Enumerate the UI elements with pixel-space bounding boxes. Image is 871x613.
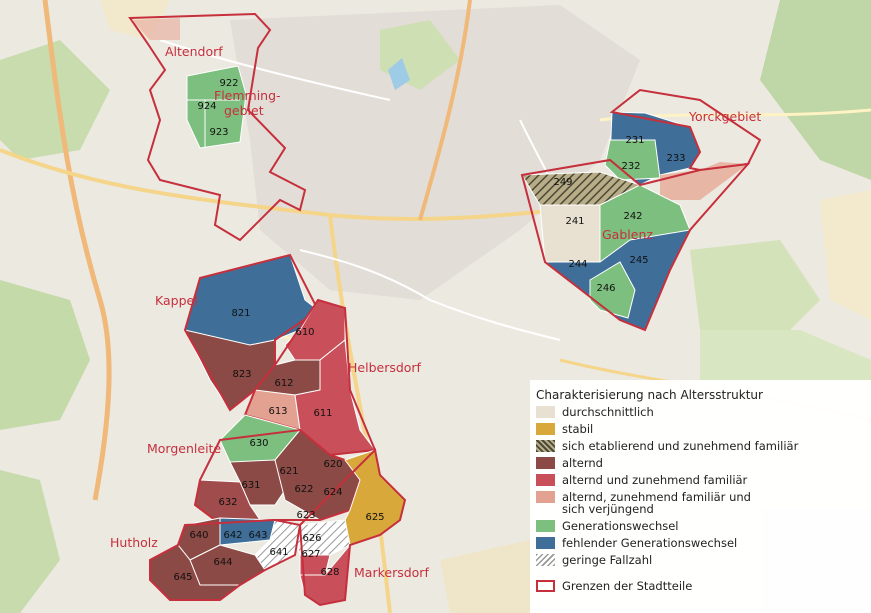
legend-swatch-aging-familial-rejuvenating — [536, 491, 555, 503]
area-label-627: 627 — [301, 549, 320, 560]
area-label-640: 640 — [189, 530, 208, 541]
legend-swatch-generation-change — [536, 520, 555, 532]
area-label-641: 641 — [269, 547, 288, 558]
district-label-helbersdorf: Helbersdorf — [348, 360, 422, 375]
legend-swatch-aging — [536, 457, 555, 469]
area-label-613: 613 — [268, 406, 287, 417]
district-label-markersdorf: Markersdorf — [354, 565, 429, 580]
district-label-yorckgebiet: Yorckgebiet — [688, 109, 761, 124]
area-label-631: 631 — [241, 480, 260, 491]
district-names: Altendorf Flemming- gebiet Yorckgebiet G… — [110, 44, 761, 580]
area-label-232: 232 — [621, 161, 640, 172]
district-hutholz-area — [149, 517, 302, 601]
legend-swatch-establishing — [536, 440, 555, 452]
area-label-624: 624 — [323, 487, 342, 498]
legend-swatch-average — [536, 406, 555, 418]
legend-label-aging-familial: alternd und zunehmend familiär — [562, 473, 748, 487]
area-label-922: 922 — [219, 78, 238, 89]
district-kappel-area — [183, 253, 320, 412]
legend-item-missing-generation-change: fehlender Generationswechsel — [536, 537, 871, 549]
area-label-823: 823 — [232, 369, 251, 380]
district-label-altendorf: Altendorf — [165, 44, 223, 59]
legend-label-generation-change: Generationswechsel — [562, 519, 679, 533]
area-label-622: 622 — [294, 484, 313, 495]
area-label-923: 923 — [209, 127, 228, 138]
area-label-630: 630 — [249, 438, 268, 449]
area-label-620: 620 — [323, 459, 342, 470]
area-label-245: 245 — [629, 255, 648, 266]
legend-item-low-case-count: geringe Fallzahl — [536, 554, 871, 566]
legend-item-aging-familial-rejuvenating: alternd, zunehmend familiär und sich ver… — [536, 491, 871, 515]
area-label-625: 625 — [365, 512, 384, 523]
district-label-flemminggebiet-line2: gebiet — [224, 103, 264, 118]
area-label-249: 249 — [553, 177, 572, 188]
legend-title: Charakterisierung nach Altersstruktur — [536, 388, 763, 402]
legend-item-generation-change: Generationswechsel — [536, 520, 871, 532]
legend-swatch-low-case-count — [536, 554, 555, 566]
area-label-642: 642 — [223, 530, 242, 541]
area-label-612: 612 — [274, 378, 293, 389]
legend-label-missing-generation-change: fehlender Generationswechsel — [562, 536, 738, 550]
area-label-621: 621 — [279, 466, 298, 477]
legend-swatch-aging-familial — [536, 474, 555, 486]
area-label-644: 644 — [213, 557, 232, 568]
legend-item-average: durchschnittlich — [536, 406, 871, 418]
legend-label-boundary: Grenzen der Stadtteile — [562, 579, 693, 593]
legend-label-aging: alternd — [562, 456, 603, 470]
district-label-flemminggebiet-line1: Flemming- — [214, 88, 281, 103]
area-label-233: 233 — [666, 153, 685, 164]
legend-item-aging: alternd — [536, 457, 871, 469]
legend-swatch-missing-generation-change — [536, 537, 555, 549]
district-label-hutholz: Hutholz — [110, 535, 158, 550]
legend-label-stable: stabil — [562, 422, 594, 436]
area-label-611: 611 — [313, 408, 332, 419]
legend-label-low-case-count: geringe Fallzahl — [562, 553, 653, 567]
legend-item-boundary: Grenzen der Stadtteile — [536, 580, 871, 592]
area-label-241: 241 — [565, 216, 584, 227]
legend: Charakterisierung nach Altersstruktur du… — [530, 380, 871, 613]
area-label-244: 244 — [568, 259, 587, 270]
legend-label-establishing: sich etablierend und zunehmend familiär — [562, 439, 799, 453]
legend-item-stable: stabil — [536, 423, 871, 435]
area-label-246: 246 — [596, 283, 615, 294]
area-label-821: 821 — [231, 308, 250, 319]
district-markersdorf-area — [294, 447, 407, 607]
area-label-610: 610 — [295, 327, 314, 338]
district-yorckgebiet-area — [604, 88, 762, 200]
area-label-231: 231 — [625, 135, 644, 146]
area-label-924: 924 — [197, 101, 216, 112]
area-label-632: 632 — [218, 497, 237, 508]
legend-swatch-boundary — [536, 580, 555, 592]
legend-label-aging-familial-rejuvenating: alternd, zunehmend familiär und sich ver… — [562, 490, 751, 516]
legend-item-establishing: sich etablierend und zunehmend familiär — [536, 440, 871, 452]
district-label-gablenz: Gablenz — [602, 227, 653, 242]
district-label-morgenleite: Morgenleite — [147, 441, 221, 456]
area-labels: 922 924 923 231 232 233 249 241 242 244 … — [173, 78, 685, 583]
area-label-645: 645 — [173, 572, 192, 583]
district-altendorf-area — [128, 12, 307, 242]
district-label-kappel: Kappel — [155, 293, 198, 308]
legend-swatch-stable — [536, 423, 555, 435]
area-label-242: 242 — [623, 211, 642, 222]
area-label-623: 623 — [296, 510, 315, 521]
legend-item-aging-familial: alternd und zunehmend familiär — [536, 474, 871, 486]
area-label-643: 643 — [248, 530, 267, 541]
area-label-626: 626 — [302, 533, 321, 544]
area-label-628: 628 — [320, 567, 339, 578]
legend-label-average: durchschnittlich — [562, 405, 654, 419]
district-gablenz-area — [520, 158, 751, 332]
